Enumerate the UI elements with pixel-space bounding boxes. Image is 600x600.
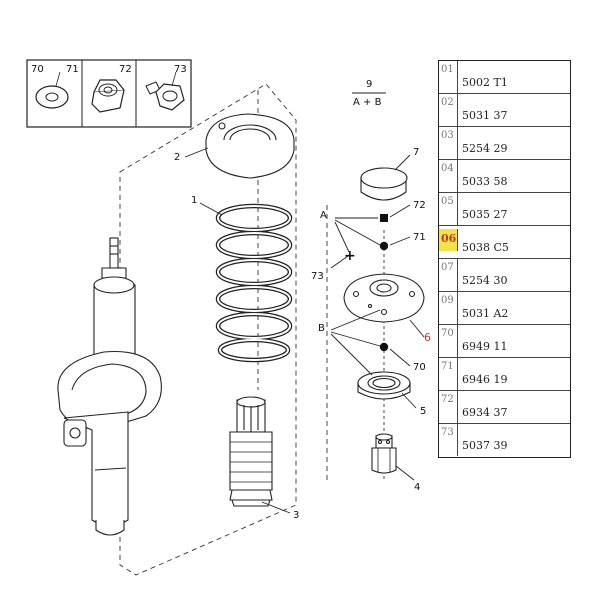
kit-number: 9 xyxy=(366,79,372,90)
parts-table-row[interactable]: 01 5002 T1 xyxy=(439,61,570,94)
marker-cross-73: + xyxy=(344,248,356,264)
parts-table-row[interactable]: 06 5038 C5 xyxy=(439,226,570,259)
row-index: 02 xyxy=(439,94,458,126)
kit-label: 9 A + B xyxy=(352,79,386,108)
parts-table-row[interactable]: 05 5035 27 xyxy=(439,193,570,226)
parts-table-row[interactable]: 70 6949 11 xyxy=(439,325,570,358)
callout-1: 1 xyxy=(191,195,197,206)
row-index: 04 xyxy=(439,160,458,192)
parts-table-row[interactable]: 09 5031 A2 xyxy=(439,292,570,325)
part-number: 5033 58 xyxy=(462,175,508,188)
kit-formula: A + B xyxy=(353,97,382,108)
row-index: 72 xyxy=(439,391,458,423)
callout-73: 73 xyxy=(311,271,324,282)
part-number: 5031 A2 xyxy=(462,307,509,320)
callout-72: 72 xyxy=(413,200,426,211)
callout-numbers: 1 2 3 4 5 6 7 70 71 72 73 A B xyxy=(174,147,431,521)
parts-table-row[interactable]: 07 5254 30 xyxy=(439,259,570,292)
dust-boot xyxy=(229,396,273,507)
bolt-icon xyxy=(145,71,185,111)
part-number: 6934 37 xyxy=(462,406,508,419)
row-index: 03 xyxy=(439,127,458,159)
top-mount-cap xyxy=(360,167,408,201)
parts-table-row[interactable]: 73 5037 39 xyxy=(439,424,570,457)
marker-square-72 xyxy=(380,214,388,222)
callout-4: 4 xyxy=(414,482,420,493)
row-index: 01 xyxy=(439,61,458,93)
leader-lines xyxy=(184,147,425,514)
row-index: 05 xyxy=(439,193,458,225)
parts-table-row[interactable]: 71 6946 19 xyxy=(439,358,570,391)
strut-bearing xyxy=(357,371,411,400)
parts-table-row[interactable]: 02 5031 37 xyxy=(439,94,570,127)
legend-label-72: 72 xyxy=(119,64,132,75)
row-index: 09 xyxy=(439,292,458,324)
callout-70: 70 xyxy=(413,362,426,373)
callout-2: 2 xyxy=(174,152,180,163)
row-index: 06 xyxy=(439,229,458,251)
kit-markers: + xyxy=(344,214,389,352)
legend-label-70: 70 xyxy=(31,64,44,75)
parts-table-row[interactable]: 72 6934 37 xyxy=(439,391,570,424)
parts-table: 01 5002 T1 02 5031 37 03 5254 29 04 5033 58 05 50… xyxy=(438,60,571,458)
legend-label-73: 73 xyxy=(174,64,187,75)
part-number: 5254 29 xyxy=(462,142,508,155)
fastener-legend: 70 71 72 73 xyxy=(26,59,192,128)
callout-7: 7 xyxy=(413,147,419,158)
legend-label-71: 71 xyxy=(66,64,79,75)
upper-spring-seat xyxy=(205,113,295,179)
callout-B: B xyxy=(318,323,325,334)
shock-absorber-strut xyxy=(57,237,162,536)
part-number: 6949 11 xyxy=(462,340,508,353)
part-number: 5038 C5 xyxy=(462,241,509,254)
row-index: 70 xyxy=(439,325,458,357)
part-number: 5002 T1 xyxy=(462,76,508,89)
marker-dot-71 xyxy=(379,241,389,251)
callout-5: 5 xyxy=(420,406,426,417)
callout-71: 71 xyxy=(413,232,426,243)
top-mount xyxy=(343,273,425,323)
washer-icon xyxy=(35,71,69,109)
nut-icon xyxy=(91,79,125,113)
part-number: 5254 30 xyxy=(462,274,508,287)
parts-table-row[interactable]: 03 5254 29 xyxy=(439,127,570,160)
part-number: 5035 27 xyxy=(462,208,508,221)
callout-A: A xyxy=(320,210,327,221)
callout-3: 3 xyxy=(293,510,299,521)
marker-dot-70 xyxy=(379,342,389,352)
row-index: 73 xyxy=(439,424,458,456)
parts-table-row[interactable]: 04 5033 58 xyxy=(439,160,570,193)
row-index: 07 xyxy=(439,259,458,291)
part-number: 5031 37 xyxy=(462,109,508,122)
part-number: 5037 39 xyxy=(462,439,508,452)
callout-6: 6 xyxy=(424,331,431,344)
bump-stop xyxy=(371,433,397,474)
part-number: 6946 19 xyxy=(462,373,508,386)
row-index: 71 xyxy=(439,358,458,390)
